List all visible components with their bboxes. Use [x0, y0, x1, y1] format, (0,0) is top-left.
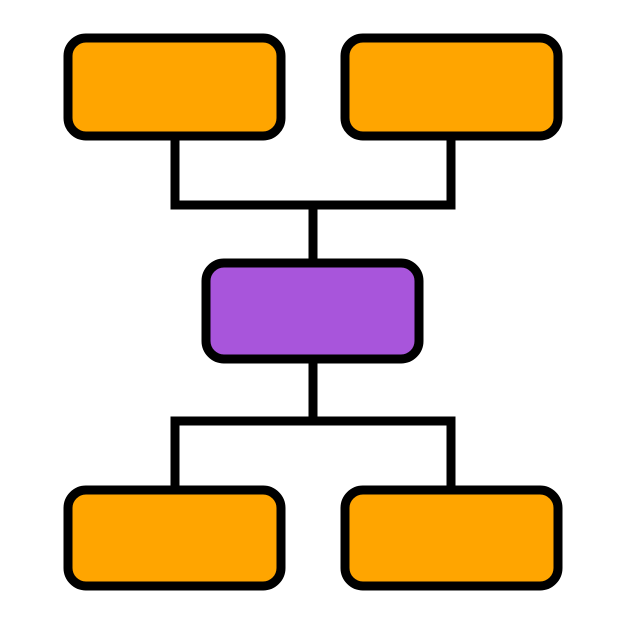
- connector-center-to-bottom: [170, 416, 456, 495]
- connector-top-to-center: [170, 131, 456, 210]
- node-center: [201, 258, 424, 364]
- node-top-left: [63, 33, 286, 141]
- node-top-right: [340, 33, 563, 141]
- node-bottom-left: [63, 485, 286, 591]
- node-bottom-right: [340, 485, 563, 591]
